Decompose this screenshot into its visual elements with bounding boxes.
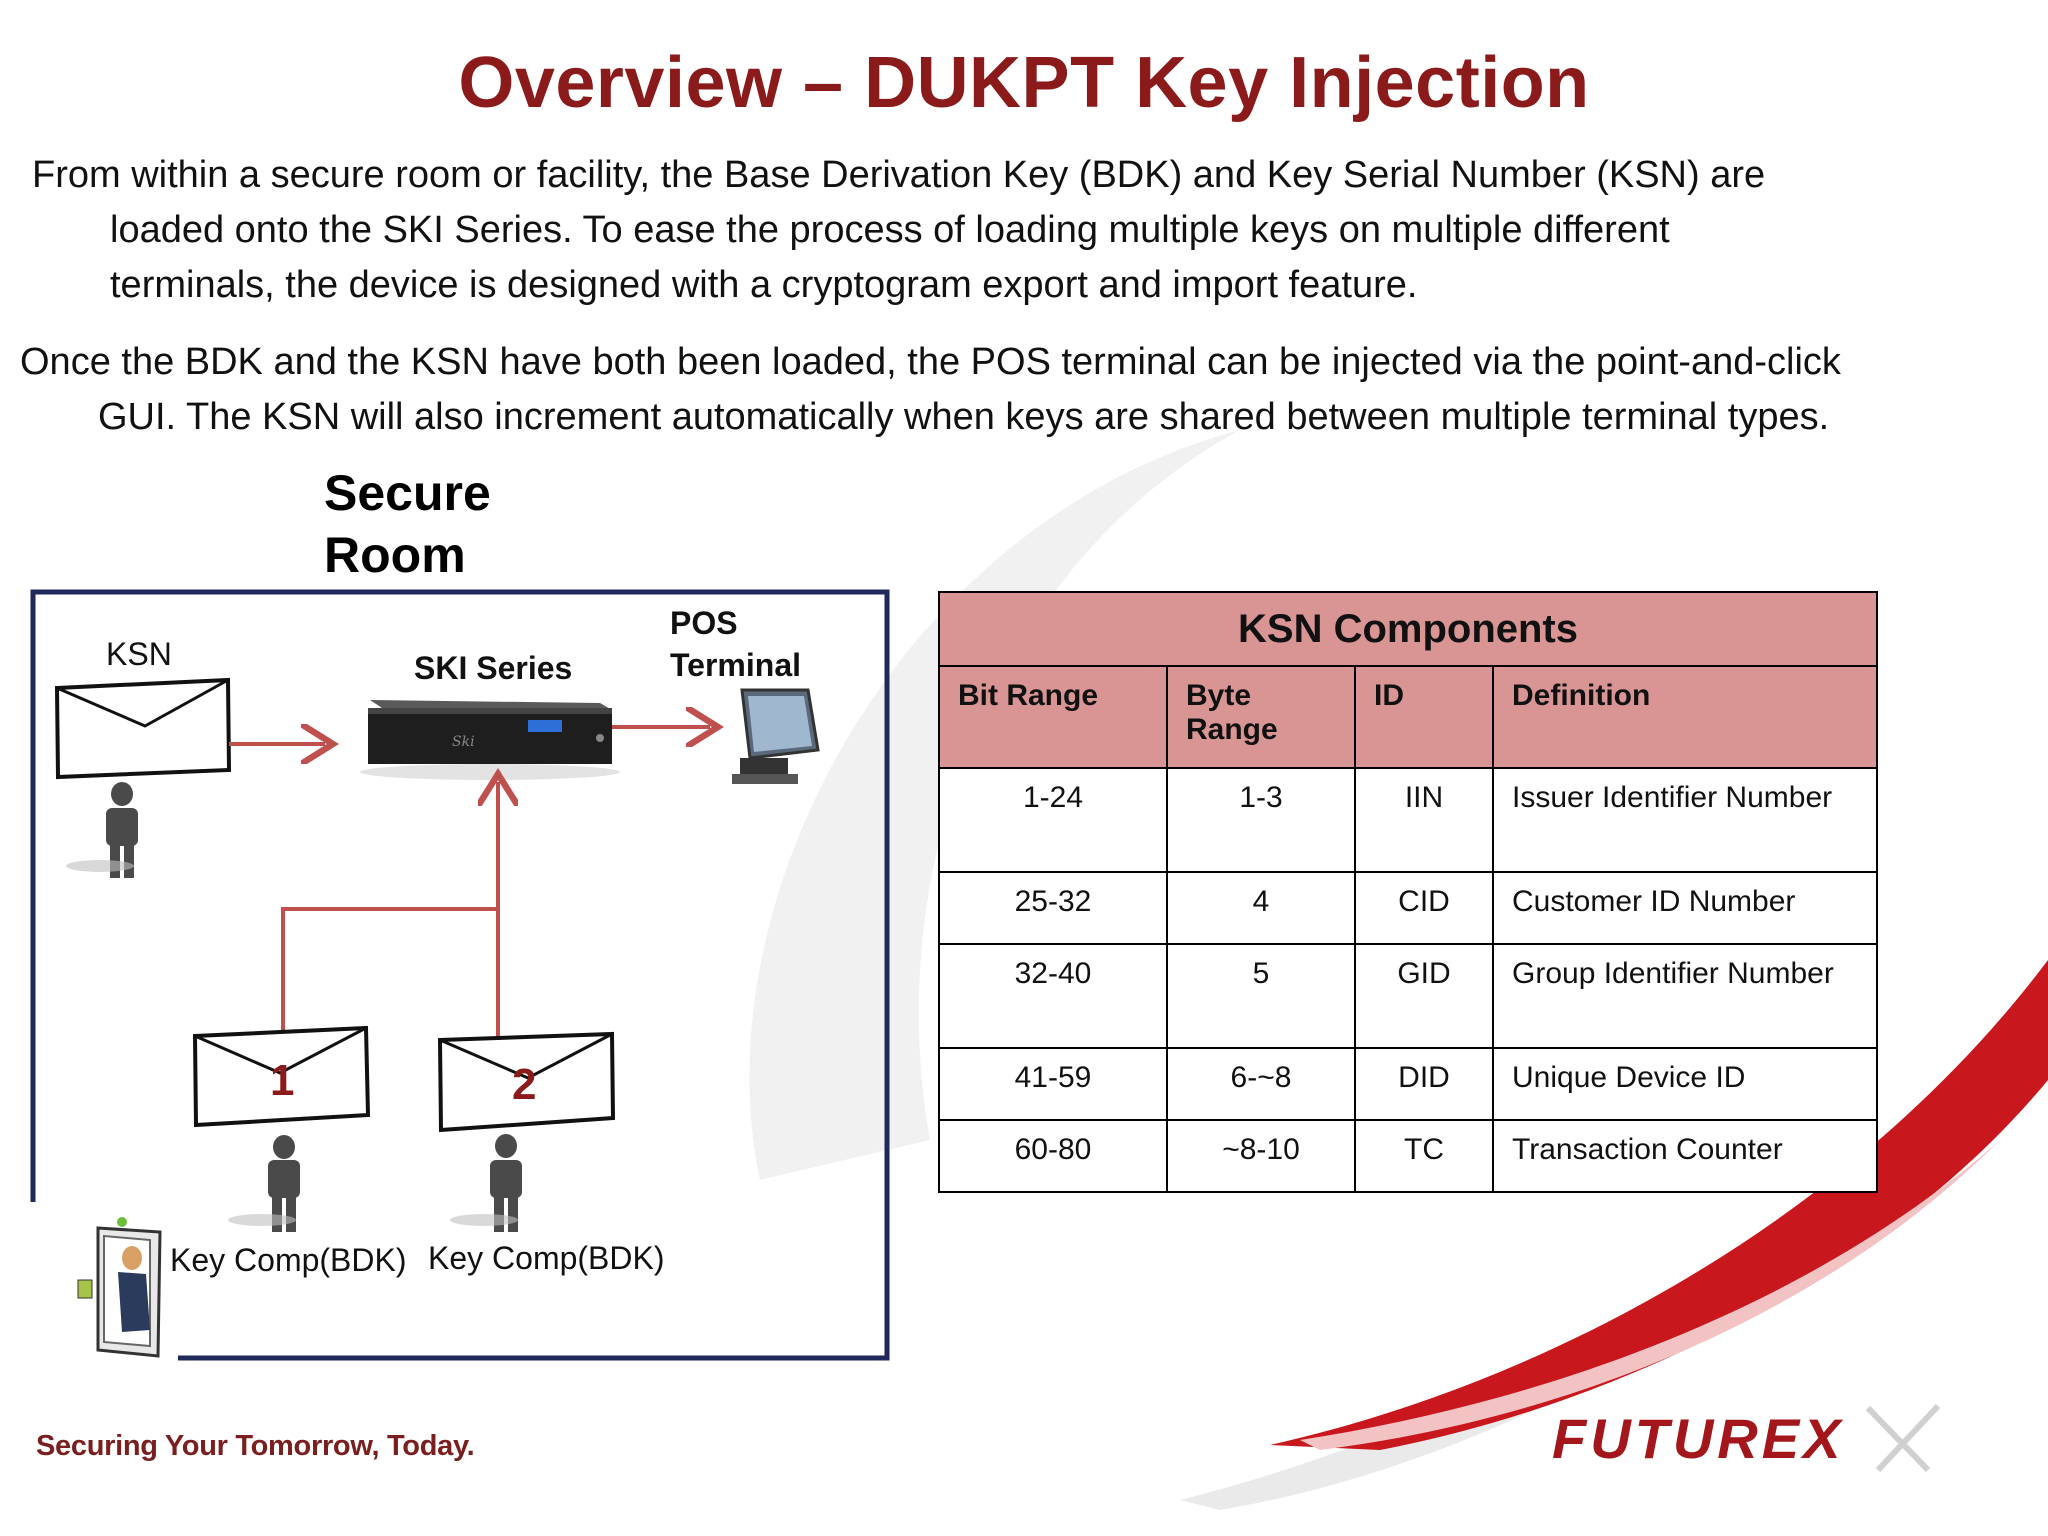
- paragraph-1: From within a secure room or facility, t…: [32, 148, 1992, 313]
- paragraph-1-line-3: terminals, the device is designed with a…: [110, 264, 1418, 306]
- pos-label-line-2: Terminal: [670, 647, 801, 683]
- header-definition: Definition: [1492, 665, 1878, 769]
- header-byte-range-line-1: Byte: [1186, 679, 1252, 712]
- slide-title: Overview – DUKPT Key Injection: [458, 43, 1590, 123]
- cell-byte-range: 1-3: [1166, 767, 1356, 873]
- paragraph-1-line-2: loaded onto the SKI Series. To ease the …: [110, 209, 1670, 251]
- secure-room-label-line-2: Room: [324, 527, 466, 583]
- header-bit-range-text: Bit Range: [958, 679, 1099, 712]
- header-byte-range-line-2: Range: [1186, 713, 1278, 746]
- cell-bit-range: 60-80: [938, 1119, 1168, 1193]
- header-id-text: ID: [1374, 679, 1404, 712]
- cell-bit-range: 25-32: [938, 871, 1168, 945]
- key-comp-envelope-1-icon: [192, 1025, 371, 1128]
- cell-bit-range: 41-59: [938, 1047, 1168, 1121]
- cell-id: CID: [1354, 871, 1494, 945]
- pos-terminal-label: POS Terminal: [670, 602, 801, 686]
- svg-text:Ski: Ski: [452, 734, 475, 750]
- cell-definition: Group Identifier Number: [1492, 943, 1878, 1049]
- cell-id: TC: [1354, 1119, 1494, 1193]
- ksn-label: KSN: [106, 636, 172, 672]
- cell-id: DID: [1354, 1047, 1494, 1121]
- cell-definition: Customer ID Number: [1492, 871, 1878, 945]
- key-comp-1-label: Key Comp(BDK): [170, 1242, 407, 1278]
- pos-label-line-1: POS: [670, 605, 738, 641]
- cell-id: GID: [1354, 943, 1494, 1049]
- diagram-graphics: Ski: [30, 589, 890, 1361]
- key-injection-diagram: Ski: [0, 560, 920, 1380]
- secure-room-border: [30, 589, 890, 1361]
- paragraph-2-line-1: Once the BDK and the KSN have both been …: [20, 341, 1841, 383]
- table-row: 25-32 4 CID Customer ID Number: [938, 871, 1878, 945]
- secure-room-label: Secure Room: [324, 462, 491, 586]
- table-row: 41-59 6-~8 DID Unique Device ID: [938, 1047, 1878, 1121]
- cell-byte-range: ~8-10: [1166, 1119, 1356, 1193]
- logo-text: FUTUREX: [1552, 1407, 1844, 1470]
- key-comp-envelope-2-icon: [437, 1031, 616, 1133]
- cell-bit-range: 32-40: [938, 943, 1168, 1049]
- envelope-1-number: 1: [270, 1056, 295, 1105]
- cell-id: IIN: [1354, 767, 1494, 873]
- header-id: ID: [1354, 665, 1494, 769]
- ski-series-device-icon: Ski: [360, 700, 620, 780]
- footer-tagline: Securing Your Tomorrow, Today.: [36, 1430, 475, 1462]
- person-icon-key-comp-1: [228, 1135, 300, 1232]
- cell-byte-range: 6-~8: [1166, 1047, 1356, 1121]
- paragraph-1-line-1: From within a secure room or facility, t…: [32, 154, 1766, 196]
- header-bit-range: Bit Range: [938, 665, 1168, 769]
- envelope-2-number: 2: [512, 1060, 537, 1109]
- paragraph-2-line-2: GUI. The KSN will also increment automat…: [98, 396, 1830, 438]
- key-comp-2-label: Key Comp(BDK): [428, 1240, 665, 1276]
- pos-terminal-icon: [732, 688, 820, 784]
- table-row: 60-80 ~8-10 TC Transaction Counter: [938, 1119, 1878, 1193]
- secure-room-label-line-1: Secure: [324, 465, 491, 521]
- table-row: 1-24 1-3 IIN Issuer Identifier Number: [938, 767, 1878, 873]
- table-row: 32-40 5 GID Group Identifier Number: [938, 943, 1878, 1049]
- cell-byte-range: 5: [1166, 943, 1356, 1049]
- cell-bit-range: 1-24: [938, 767, 1168, 873]
- person-icon-key-comp-2: [450, 1134, 522, 1232]
- cell-definition: Issuer Identifier Number: [1492, 767, 1878, 873]
- person-icon-ksn: [66, 782, 138, 878]
- paragraph-2: Once the BDK and the KSN have both been …: [20, 335, 2030, 445]
- header-definition-text: Definition: [1512, 679, 1651, 712]
- table-caption: KSN Components: [938, 591, 1878, 667]
- futurex-logo: FUTUREX: [1552, 1403, 1941, 1473]
- ksn-envelope-icon: [54, 677, 232, 780]
- secure-door-icon: [77, 1217, 162, 1358]
- cell-byte-range: 4: [1166, 871, 1356, 945]
- cell-definition: Transaction Counter: [1492, 1119, 1878, 1193]
- ski-series-label: SKI Series: [414, 650, 573, 686]
- arrow-key-components-to-ski: [281, 782, 498, 1046]
- cell-definition: Unique Device ID: [1492, 1047, 1878, 1121]
